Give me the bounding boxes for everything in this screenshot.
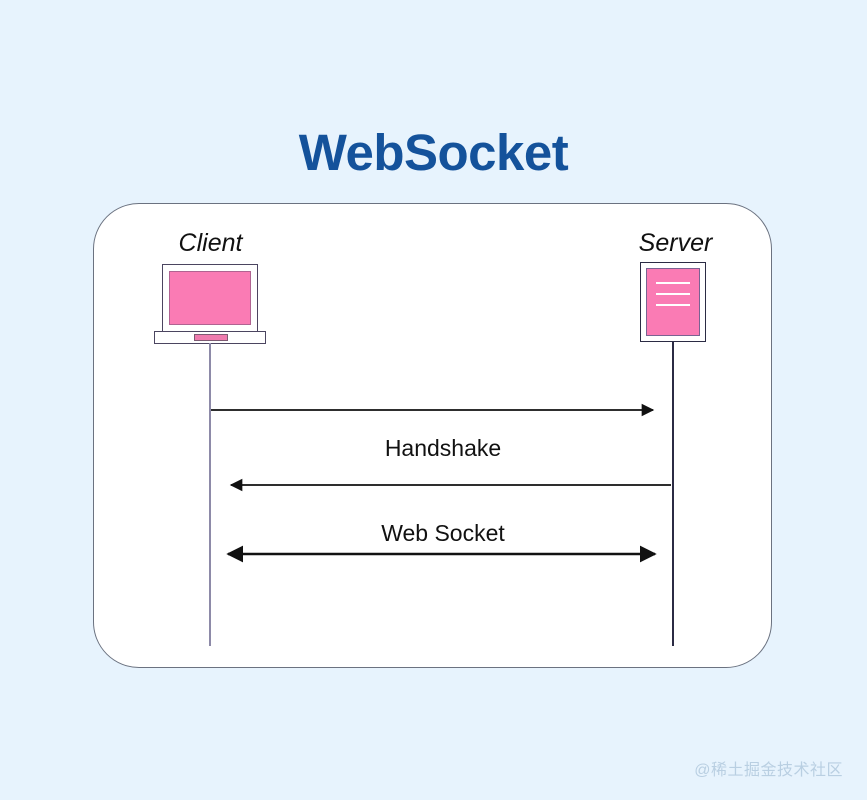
page-title: WebSocket bbox=[298, 124, 569, 181]
message-label-web-socket: Web Socket bbox=[381, 520, 505, 546]
lifeline-server bbox=[672, 341, 674, 646]
server-rack-icon bbox=[640, 262, 706, 342]
lifeline-client bbox=[209, 343, 211, 646]
actor-label-client: Client bbox=[178, 229, 243, 257]
server-panel bbox=[646, 268, 700, 336]
server-slot-line bbox=[656, 293, 690, 295]
laptop-screen bbox=[169, 271, 251, 325]
laptop-trackpad bbox=[194, 333, 228, 341]
laptop-lid bbox=[162, 264, 258, 332]
server-slot-line bbox=[656, 282, 690, 284]
watermark: @稀土掘金技术社区 bbox=[694, 762, 843, 779]
message-label-handshake: Handshake bbox=[384, 435, 502, 461]
server-slot-line bbox=[656, 304, 690, 306]
laptop-icon bbox=[154, 264, 266, 344]
actor-label-server: Server bbox=[638, 229, 713, 257]
